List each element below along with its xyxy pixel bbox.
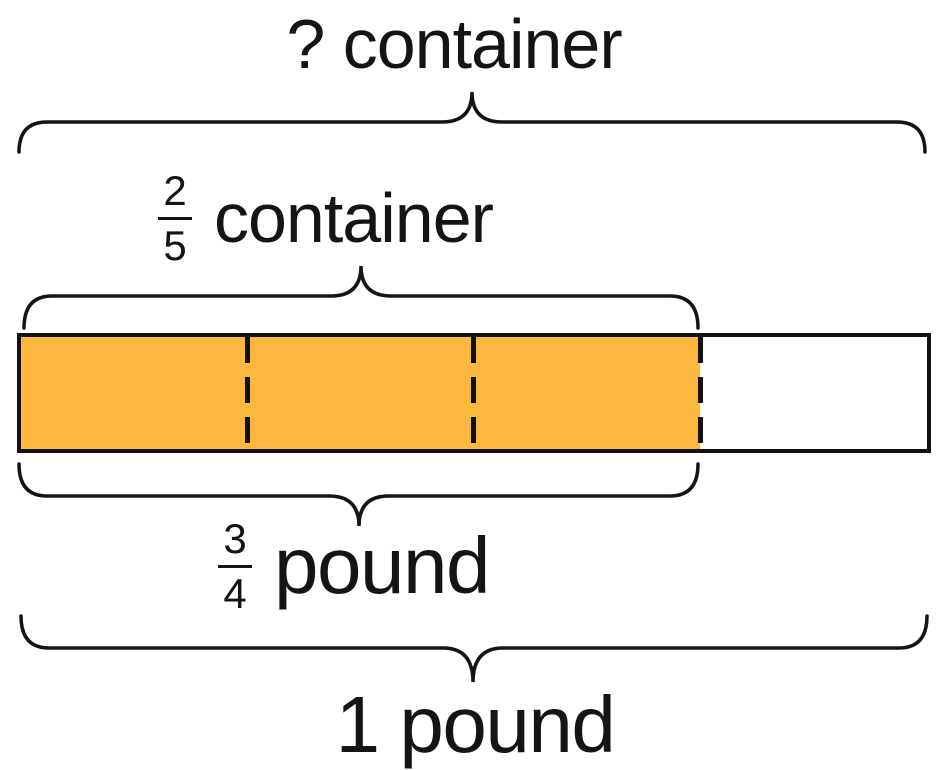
fraction-denominator: 5 [163, 221, 187, 269]
container-brace [22, 265, 700, 330]
fraction-line [158, 216, 192, 220]
top-brace [17, 91, 927, 154]
fraction-bar [17, 333, 931, 453]
container-word: container [214, 179, 494, 257]
segment-divider [471, 337, 476, 449]
segment-divider [698, 337, 703, 449]
pound-brace [17, 462, 700, 527]
unknown-container-label: ? container [286, 5, 622, 83]
fraction-numerator: 3 [223, 514, 247, 562]
segment-divider [245, 337, 250, 449]
fraction-two-fifths: 2 5 [158, 168, 192, 269]
shaded-region [21, 337, 700, 449]
pound-word: pound [274, 521, 490, 610]
fraction-three-fourths: 3 4 [218, 516, 252, 617]
container-fraction-label: 2 5 container [158, 168, 494, 269]
total-brace [19, 614, 929, 683]
fraction-denominator: 4 [223, 569, 247, 617]
pound-fraction-label: 3 4 pound [218, 514, 490, 618]
fraction-numerator: 2 [163, 166, 187, 214]
total-pound-label: 1 pound [335, 680, 616, 769]
fraction-line [218, 564, 252, 568]
